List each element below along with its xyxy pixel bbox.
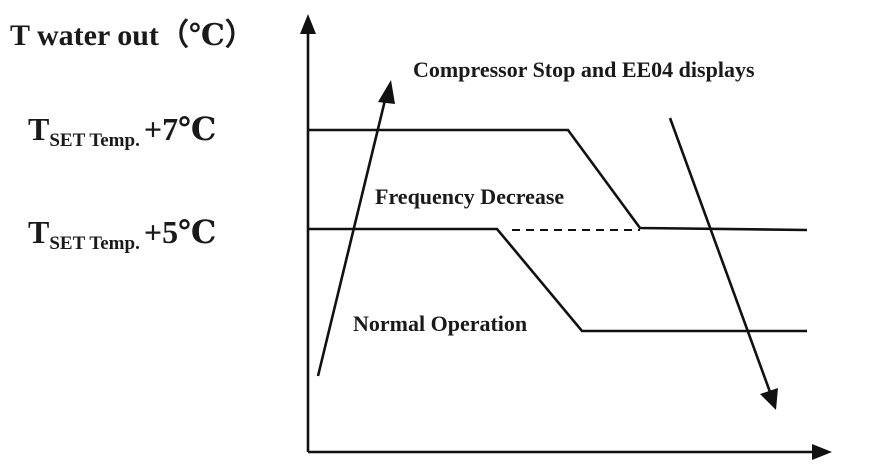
lower-threshold-line xyxy=(308,227,807,333)
rising-trend-arrowhead xyxy=(378,80,395,104)
normal-operation-label: Normal Operation xyxy=(353,311,527,336)
compressor-stop-label: Compressor Stop and EE04 displays xyxy=(413,57,755,82)
falling-trend-arrowhead xyxy=(760,388,778,410)
threshold-low-label: TSET Temp.+5℃ xyxy=(28,214,216,254)
threshold-high-subscript: SET Temp. xyxy=(49,130,139,151)
upper-threshold-line xyxy=(308,128,808,232)
x-axis-arrowhead xyxy=(812,444,832,460)
threshold-high-label: TSET Temp.+7℃ xyxy=(28,111,216,151)
y-axis-title: T water out（℃） xyxy=(10,18,255,52)
threshold-high-suffix: +7℃ xyxy=(144,111,217,147)
rising-trend-arrow-shaft xyxy=(316,95,388,377)
threshold-low-prefix: T xyxy=(28,214,49,250)
threshold-low-subscript: SET Temp. xyxy=(49,233,139,254)
frequency-decrease-label: Frequency Decrease xyxy=(375,184,564,209)
threshold-high-prefix: T xyxy=(28,111,49,147)
falling-trend-arrow-shaft xyxy=(668,117,772,393)
threshold-low-suffix: +5℃ xyxy=(144,214,217,250)
y-axis-arrowhead xyxy=(300,14,316,34)
